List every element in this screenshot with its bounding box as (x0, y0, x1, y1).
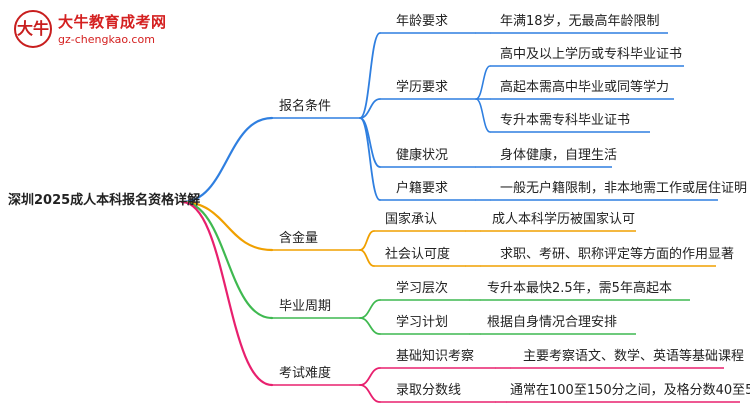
sub-node-cutoff: 录取分数线 (396, 383, 462, 398)
leaf-node-health: 身体健康，自理生活 (500, 148, 618, 163)
sub-node-health: 健康状况 (396, 148, 449, 163)
leaf-node-household: 一般无户籍限制，非本地需工作或居住证明 (500, 181, 748, 196)
branch-node-difficulty: 考试难度 (279, 366, 332, 381)
site-logo: 大牛 大牛教育成考网 gz-chengkao.com (6, 8, 196, 58)
leaf-node-basics: 主要考察语文、数学、英语等基础课程 (523, 349, 745, 364)
leaf-node-level: 专升本最快2.5年，需5年高起本 (487, 281, 672, 296)
sub-link (359, 317, 381, 335)
sub-node-recognition: 国家承认 (385, 212, 438, 227)
leaf-node-education-3: 专升本需专科毕业证书 (500, 113, 631, 128)
branch-node-value: 含金量 (279, 231, 319, 246)
branch-link (180, 116, 274, 204)
leaf-link (475, 98, 491, 133)
leaf-node-recognition: 成人本科学历被国家认可 (492, 212, 636, 227)
sub-node-education: 学历要求 (396, 80, 449, 95)
leaf-node-age: 年满18岁，无最高年龄限制 (500, 14, 660, 29)
leaf-node-education-2: 高起本需高中毕业或同等学力 (500, 80, 670, 95)
sub-node-household: 户籍要求 (396, 181, 449, 196)
logo-mark-icon: 大牛 (14, 10, 52, 48)
sub-node-social: 社会认可度 (385, 247, 451, 262)
branch-node-graduation: 毕业周期 (279, 299, 332, 314)
leaf-node-cutoff: 通常在100至150分之间，及格分数40至50分 (510, 383, 750, 398)
root-node: 深圳2025成人本科报名资格详解 (8, 193, 201, 208)
leaf-node-education-1: 高中及以上学历或专科毕业证书 (500, 47, 683, 62)
logo-site-url: gz-chengkao.com (58, 33, 155, 46)
branch-link (180, 200, 274, 320)
leaf-link (475, 65, 491, 100)
branch-node-registration: 报名条件 (279, 99, 332, 114)
sub-link (359, 299, 381, 319)
branch-link (180, 200, 274, 252)
sub-link (359, 384, 381, 403)
sub-link (359, 249, 375, 267)
sub-node-plan: 学习计划 (396, 315, 449, 330)
sub-link (359, 230, 375, 251)
leaf-node-plan: 根据自身情况合理安排 (487, 315, 618, 330)
logo-site-name: 大牛教育成考网 (58, 13, 167, 31)
sub-link (359, 367, 381, 386)
sub-link (359, 117, 381, 201)
leaf-node-social: 求职、考研、职称评定等方面的作用显著 (500, 247, 735, 262)
sub-link (359, 98, 381, 119)
sub-node-level: 学习层次 (396, 281, 449, 296)
branch-link (180, 200, 274, 387)
sub-link (359, 32, 381, 119)
sub-node-age: 年龄要求 (396, 14, 449, 29)
sub-node-basics: 基础知识考察 (396, 349, 475, 364)
